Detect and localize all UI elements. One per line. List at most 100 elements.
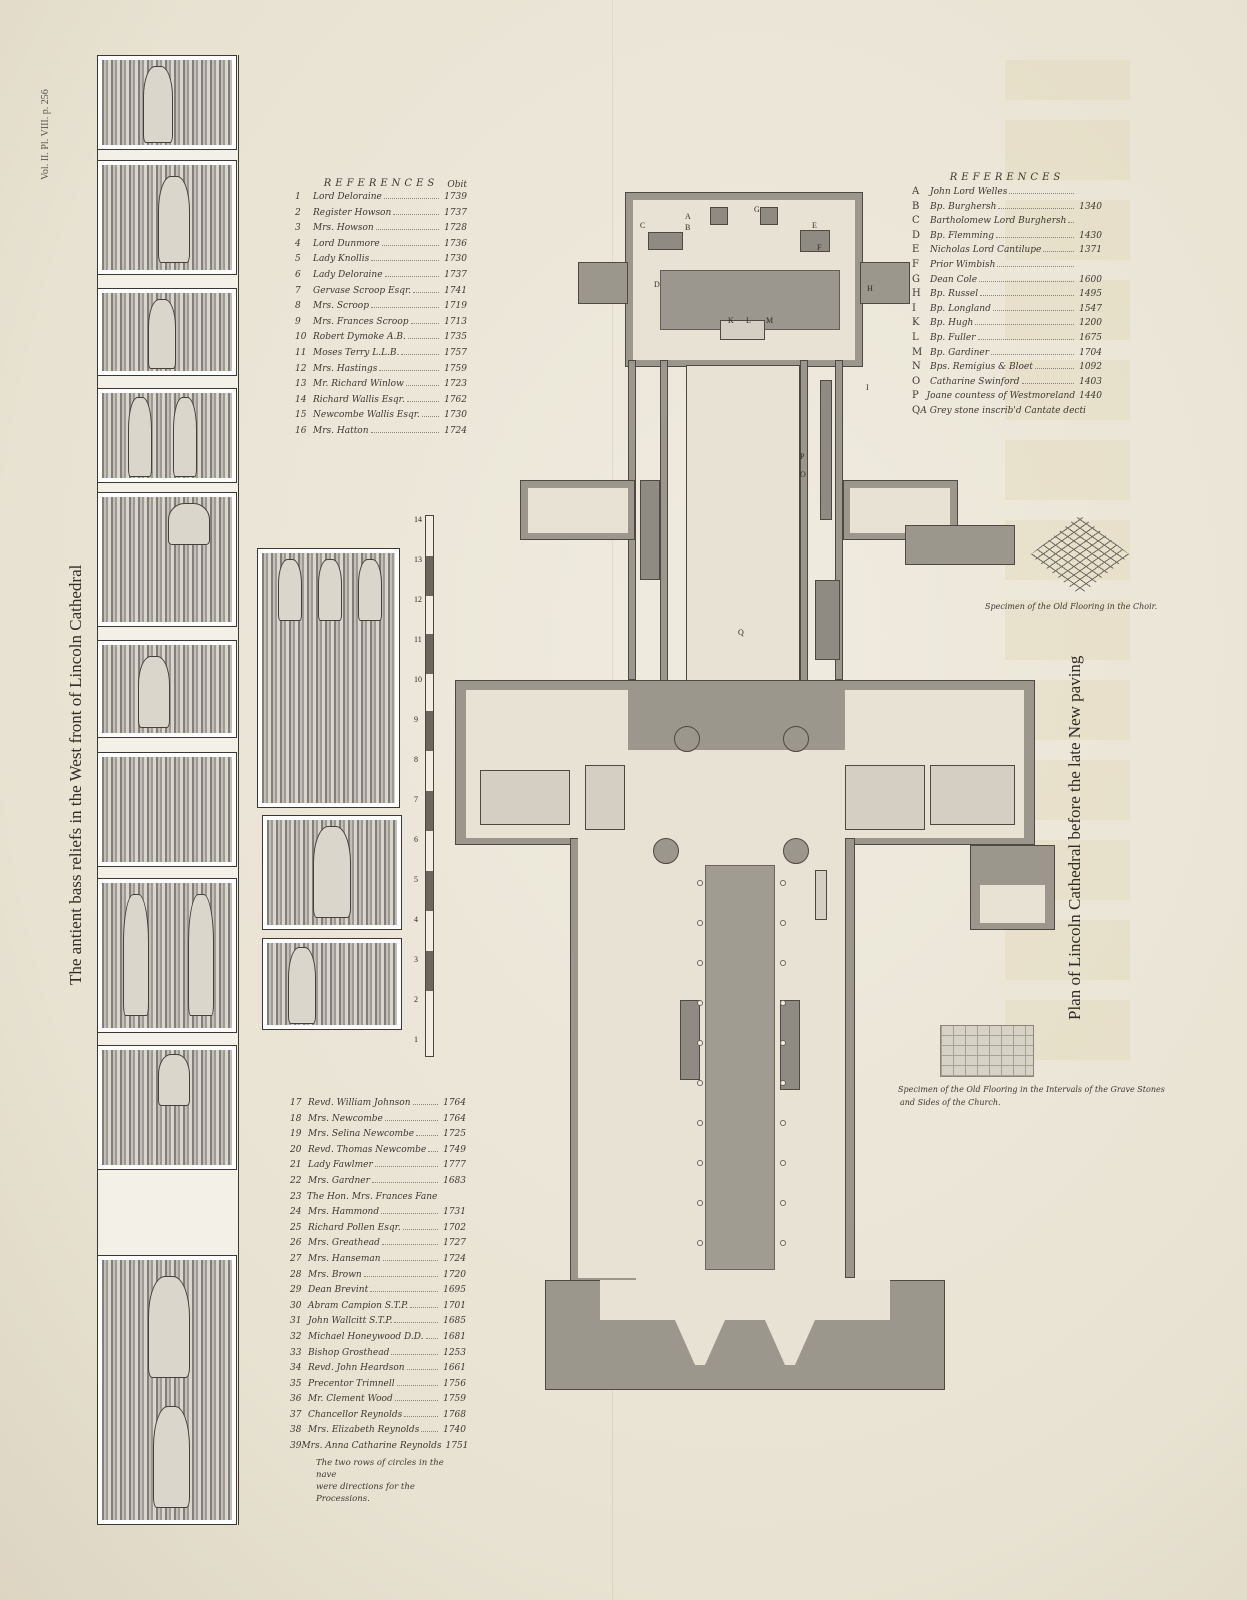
obit-label: Obit [447, 180, 467, 190]
grave-stone-cluster [820, 380, 832, 520]
choir-flooring-caption: Specimen of the Old Flooring in the Choi… [985, 602, 1158, 611]
plan-label-l: L [746, 316, 751, 325]
grave-stone [760, 207, 778, 225]
relief-panel-8 [97, 878, 237, 1033]
plan-label-e: E [812, 221, 817, 230]
procession-circle [697, 880, 703, 886]
plate-mark: Vol. II. Pl. VIII. p. 256 [40, 89, 51, 180]
relief-panel-2 [97, 160, 237, 275]
scale-bar [425, 515, 434, 1057]
plan-label-c: C [640, 221, 646, 230]
relief-panel-13 [262, 938, 402, 1030]
relief-panel-11 [257, 548, 400, 808]
relief-panel-4 [97, 388, 237, 483]
plan-label-f: F [817, 243, 822, 252]
nave-grave-stones [705, 865, 775, 1270]
plan-label-k: K [728, 316, 734, 325]
relief-panel-9 [97, 1045, 237, 1170]
crossing-pier [653, 838, 679, 864]
crossing-pier [783, 838, 809, 864]
grave-stone-cluster [585, 765, 625, 830]
grave-stone-cluster [815, 580, 840, 660]
grave-stone-cluster [640, 480, 660, 580]
plan-label-h: H [867, 284, 873, 293]
old-flooring-caption: Specimen of the Old Flooring in the Inte… [898, 1085, 1165, 1107]
grave-stone-cluster [930, 765, 1015, 825]
grave-stone [720, 320, 765, 340]
relief-panel-5 [97, 492, 237, 627]
plan-label-q: Q [738, 628, 744, 637]
references-heading: REFERENCES [949, 172, 1065, 183]
old-flooring-specimen [940, 1025, 1034, 1077]
grave-stone-cluster [480, 770, 570, 825]
grave-stone [800, 230, 830, 252]
references-heading: REFERENCES [323, 178, 439, 189]
relief-panel-10 [97, 1255, 237, 1525]
plan-label-d: D [654, 280, 660, 289]
grave-stone [648, 232, 683, 250]
plan-label-o: O [800, 470, 806, 479]
plan-label-i: I [866, 383, 869, 392]
plan-label-m: M [766, 316, 774, 325]
choir-floor [686, 365, 800, 725]
relief-panel-7 [97, 752, 237, 867]
plan-label-a: A [685, 212, 691, 221]
grave-stone-cluster [845, 765, 925, 830]
plan-title: Plan of Lincoln Cathedral before the lat… [1065, 655, 1084, 1020]
plan-label-g: G [754, 205, 760, 214]
grave-stone [710, 207, 728, 225]
